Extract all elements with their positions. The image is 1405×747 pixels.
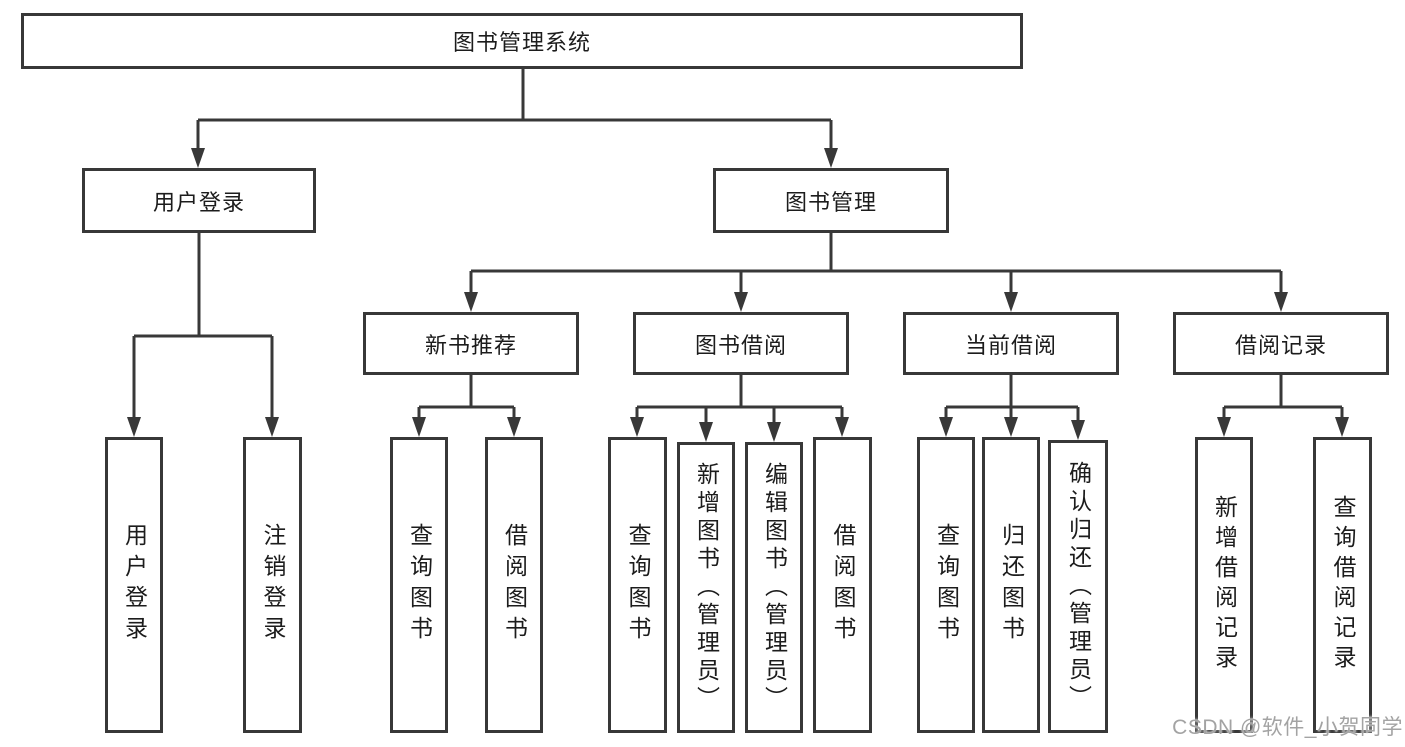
leaf-query-books-current: 查询图书 — [917, 437, 975, 733]
leaf-logout: 注销登录 — [243, 437, 302, 733]
node-new-book-recommendation-label: 新书推荐 — [424, 332, 517, 358]
node-book-borrowing-label: 图书借阅 — [694, 332, 787, 358]
leaf-add-borrow-record-label: 新增借阅记录 — [1211, 495, 1238, 675]
leaf-edit-books-admin: 编辑图书（管理员） — [745, 442, 803, 733]
node-book-management: 图书管理 — [713, 168, 949, 233]
leaf-confirm-return-admin-label: 确认归还（管理员） — [1065, 460, 1092, 713]
leaf-return-books-label: 归还图书 — [998, 523, 1025, 647]
leaf-query-books-recommend: 查询图书 — [390, 437, 448, 733]
leaf-user-login: 用户登录 — [105, 437, 163, 733]
leaf-add-books-admin-label: 新增图书（管理员） — [693, 461, 720, 714]
leaf-query-books-recommend-label: 查询图书 — [406, 523, 433, 647]
node-library-system: 图书管理系统 — [21, 13, 1023, 69]
leaf-borrow-books-recommend: 借阅图书 — [485, 437, 543, 733]
node-book-borrowing: 图书借阅 — [633, 312, 849, 375]
leaf-confirm-return-admin: 确认归还（管理员） — [1048, 440, 1108, 733]
node-library-system-label: 图书管理系统 — [452, 30, 591, 55]
leaf-add-borrow-record: 新增借阅记录 — [1195, 437, 1253, 733]
leaf-borrow-books-borrowing: 借阅图书 — [813, 437, 872, 733]
node-book-management-label: 图书管理 — [784, 189, 877, 215]
node-user-login-branch-label: 用户登录 — [152, 189, 245, 215]
node-current-borrowing: 当前借阅 — [903, 312, 1119, 375]
node-user-login-branch: 用户登录 — [82, 168, 316, 233]
node-borrowing-records: 借阅记录 — [1173, 312, 1389, 375]
leaf-query-books-current-label: 查询图书 — [933, 523, 960, 647]
leaf-edit-books-admin-label: 编辑图书（管理员） — [761, 461, 788, 714]
leaf-logout-label: 注销登录 — [260, 523, 286, 647]
csdn-watermark: CSDN @软件_小贺同学 — [1172, 716, 1403, 739]
leaf-add-books-admin: 新增图书（管理员） — [677, 442, 735, 733]
node-current-borrowing-label: 当前借阅 — [964, 332, 1057, 358]
leaf-query-books-borrowing: 查询图书 — [608, 437, 667, 733]
leaf-query-books-borrowing-label: 查询图书 — [625, 523, 651, 647]
leaf-return-books: 归还图书 — [982, 437, 1040, 733]
leaf-borrow-books-borrowing-label: 借阅图书 — [830, 523, 856, 647]
leaf-query-borrow-record-label: 查询借阅记录 — [1330, 495, 1356, 675]
leaf-query-borrow-record: 查询借阅记录 — [1313, 437, 1372, 733]
leaf-user-login-label: 用户登录 — [121, 523, 148, 647]
node-new-book-recommendation: 新书推荐 — [363, 312, 579, 375]
node-borrowing-records-label: 借阅记录 — [1234, 332, 1327, 358]
leaf-borrow-books-recommend-label: 借阅图书 — [501, 523, 528, 647]
